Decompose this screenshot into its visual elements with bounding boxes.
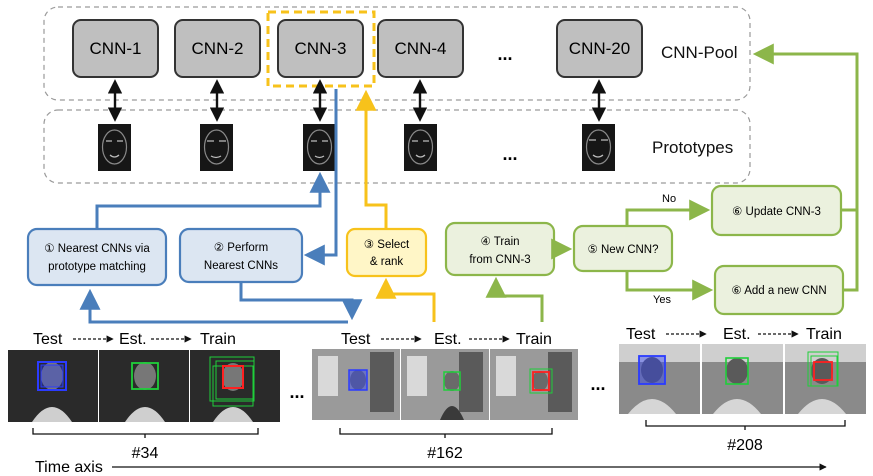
prototype-image-20 <box>582 124 615 171</box>
frame-2-est-label: Est. <box>434 331 462 348</box>
step-2-line-2: Nearest CNNs <box>204 260 278 272</box>
step-3-line-1: ③ Select <box>364 239 410 251</box>
frame-3-train-label: Train <box>806 326 842 343</box>
cnn-4-box: CNN-4 <box>377 19 464 78</box>
cnn-4-label: CNN-4 <box>395 39 447 58</box>
frame-2-est-image <box>401 349 489 420</box>
prototype-image-1 <box>98 124 131 171</box>
frame-ellipsis-2: ... <box>590 374 605 394</box>
frame-group-1: Test Est. Train #34 <box>8 331 280 462</box>
frame-3-est-image <box>702 344 783 414</box>
step-1-line-1: ① Nearest CNNs via <box>44 243 150 255</box>
frame-1-test-label: Test <box>33 331 63 348</box>
frame-1-est-image <box>99 350 189 422</box>
step-2-line-1: ② Perform <box>214 242 268 254</box>
frame-2-test-image <box>312 349 400 420</box>
frame-3-train-image <box>785 344 866 414</box>
step-1-line-2: prototype matching <box>48 261 146 273</box>
frame-2-brace <box>339 428 553 438</box>
step-5-label: ⑤ New CNN? <box>587 244 658 256</box>
cnn-1-label: CNN-1 <box>90 39 142 58</box>
frame-ellipsis-1: ... <box>289 382 304 402</box>
step-2-box: ② Perform Nearest CNNs <box>178 227 304 284</box>
frame-group-3: Test Est. Train #208 <box>619 326 866 454</box>
step-1-box: ① Nearest CNNs via prototype matching <box>26 227 168 287</box>
cnn-pool-region <box>43 6 751 101</box>
cnn-3-selection-highlight <box>266 10 376 88</box>
frame-3-brace <box>645 420 846 430</box>
step-6-add-box: ⑥ Add a new CNN <box>713 264 845 316</box>
step-5-box: ⑤ New CNN? <box>572 224 674 273</box>
prototype-image-4 <box>404 124 437 171</box>
frame-1-train-image <box>190 350 280 422</box>
frame-1-brace <box>32 428 259 438</box>
green-flow-arrows <box>485 43 859 322</box>
frame-3-test-image <box>619 344 700 414</box>
cnn-20-label: CNN-20 <box>569 39 630 58</box>
cnn-20-box: CNN-20 <box>556 19 643 78</box>
cnn-2-box: CNN-2 <box>174 19 261 78</box>
frame-2-number: #162 <box>427 445 463 462</box>
frame-3-number: #208 <box>727 437 763 454</box>
frame-2-train-label: Train <box>516 331 552 348</box>
cnn-1-box: CNN-1 <box>72 19 159 78</box>
step-3-line-2: & rank <box>370 256 403 268</box>
step-4-line-2: from CNN-3 <box>469 254 530 266</box>
frame-1-test-image <box>8 350 98 422</box>
cnn-3-box: CNN-3 <box>277 19 364 78</box>
cnn-ellipsis: ... <box>497 44 512 64</box>
blue-flow-arrows <box>79 89 363 324</box>
step-6-update-label: ⑥ Update CNN-3 <box>732 206 821 218</box>
frame-1-number: #34 <box>132 445 159 462</box>
frame-2-test-label: Test <box>341 331 371 348</box>
step-4-line-1: ④ Train <box>480 236 519 248</box>
cnn-prototype-links <box>107 79 607 122</box>
step-6-add-label: ⑥ Add a new CNN <box>731 285 826 297</box>
cnn-2-label: CNN-2 <box>192 39 244 58</box>
frame-group-2: Test Est. Train #162 <box>312 331 578 462</box>
cnn-pool-title: CNN-Pool <box>661 43 738 62</box>
step-3-box: ③ Select & rank <box>345 227 428 278</box>
prototype-image-3 <box>303 124 336 171</box>
yellow-flow-arrows <box>355 89 436 322</box>
step-4-box: ④ Train from CNN-3 <box>444 221 556 277</box>
prototypes-ellipsis: ... <box>502 144 517 164</box>
decision-no-label: No <box>662 193 676 205</box>
prototype-image-2 <box>200 124 233 171</box>
frame-3-test-label: Test <box>626 326 656 343</box>
prototypes-region <box>43 109 751 184</box>
frame-3-est-label: Est. <box>723 326 751 343</box>
time-axis-label: Time axis <box>35 459 103 476</box>
frame-1-train-label: Train <box>200 331 236 348</box>
prototypes-title: Prototypes <box>652 138 733 157</box>
frame-2-train-image <box>490 349 578 420</box>
decision-yes-label: Yes <box>653 294 671 306</box>
frame-1-est-label: Est. <box>119 331 147 348</box>
step-6-update-box: ⑥ Update CNN-3 <box>710 184 843 237</box>
cnn-3-label: CNN-3 <box>295 39 347 58</box>
